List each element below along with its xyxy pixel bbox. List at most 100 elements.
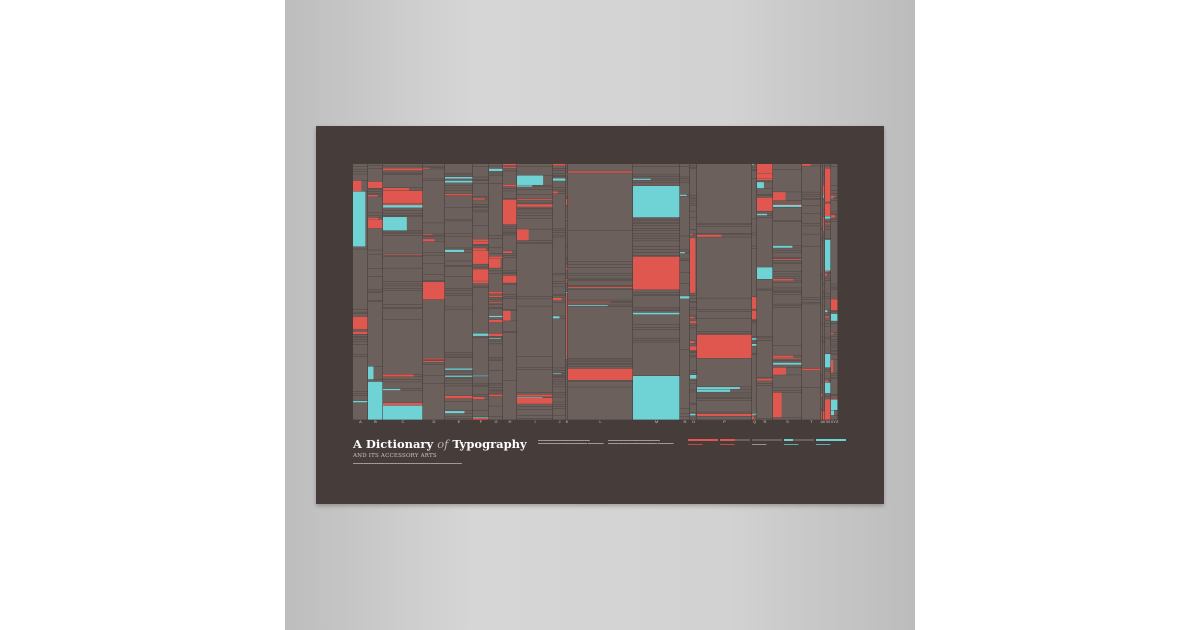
entry-cell — [423, 164, 445, 166]
entry-cell — [489, 300, 503, 302]
entry-cell — [825, 276, 831, 279]
entry-cell — [821, 374, 823, 376]
entry-cell — [473, 384, 489, 385]
entry-cell — [831, 344, 838, 346]
entry-cell — [489, 385, 503, 388]
entry-cell — [473, 336, 489, 338]
entry-cell — [489, 183, 503, 236]
entry-cell — [802, 192, 821, 195]
column-N — [680, 164, 690, 420]
entry-cell — [773, 276, 802, 279]
entry-cell — [802, 370, 821, 388]
entry-cell — [802, 299, 821, 303]
entry-cell — [445, 418, 473, 420]
entry-cell — [773, 294, 802, 304]
letter-label: P — [723, 419, 726, 424]
entry-highlight — [831, 195, 836, 198]
entry-cell — [825, 299, 831, 310]
entry-highlight — [566, 293, 567, 357]
entry-cell — [353, 166, 368, 169]
entry-cell — [445, 413, 473, 417]
entry-cell — [633, 324, 680, 328]
entry-cell — [690, 309, 697, 315]
entry-cell — [503, 332, 517, 381]
entry-cell — [503, 232, 517, 234]
entry-cell — [680, 164, 690, 167]
entry-highlight — [473, 241, 489, 244]
entry-cell — [353, 309, 368, 312]
entry-cell — [690, 379, 697, 381]
entry-cell — [690, 415, 697, 417]
entry-cell — [825, 224, 831, 227]
entry-cell — [489, 303, 503, 305]
entry-highlight — [368, 219, 383, 229]
entry-cell — [633, 342, 680, 376]
entry-cell — [825, 320, 831, 324]
entry-cell — [757, 217, 773, 267]
entry-highlight — [383, 388, 401, 391]
entry-cell — [568, 302, 633, 305]
entry-cell — [368, 189, 383, 192]
entry-cell — [368, 293, 383, 300]
entry-highlight — [821, 410, 822, 420]
entry-cell — [568, 273, 633, 275]
entry-cell — [489, 235, 503, 238]
column-F — [473, 164, 489, 420]
column-O — [690, 164, 697, 420]
entry-cell — [690, 229, 697, 234]
entry-cell — [773, 252, 802, 258]
entry-cell — [423, 362, 445, 365]
entry-cell — [423, 169, 445, 179]
entry-cell — [697, 318, 752, 332]
entry-cell — [383, 376, 423, 380]
entry-cell — [773, 200, 802, 204]
entry-cell — [383, 173, 423, 175]
entry-cell — [825, 323, 831, 326]
entry-cell — [368, 188, 383, 189]
entry-cell — [368, 228, 383, 250]
entry-cell — [752, 323, 757, 337]
entry-cell — [831, 200, 838, 211]
entry-highlight — [825, 382, 831, 394]
entry-highlight — [773, 192, 786, 201]
entry-cell — [517, 306, 553, 357]
entry-cell — [503, 231, 517, 233]
entry-cell — [802, 302, 821, 304]
entry-cell — [383, 210, 423, 213]
column-R — [757, 164, 773, 420]
entry-cell — [383, 215, 423, 217]
entry-cell — [566, 179, 568, 196]
entry-highlight — [566, 218, 568, 220]
entry-cell — [503, 191, 517, 199]
entry-cell — [823, 283, 825, 286]
column-G — [489, 164, 503, 420]
entry-cell — [553, 387, 566, 393]
letter-label: J — [558, 419, 561, 424]
entry-cell — [489, 396, 503, 406]
entry-cell — [697, 234, 752, 237]
entry-cell — [503, 331, 517, 333]
entry-cell — [680, 249, 690, 252]
entry-cell — [353, 334, 368, 337]
entry-cell — [697, 397, 752, 399]
entry-cell — [690, 302, 697, 308]
entry-highlight — [831, 398, 838, 400]
entry-cell — [568, 380, 633, 382]
entry-cell — [752, 337, 757, 338]
entry-cell — [823, 339, 825, 342]
entry-highlight — [821, 393, 823, 397]
entry-cell — [690, 165, 697, 168]
entry-highlight — [445, 411, 465, 414]
entry-highlight — [680, 252, 685, 254]
entry-cell — [823, 235, 825, 237]
entry-highlight — [825, 239, 831, 271]
entry-cell — [568, 275, 633, 278]
entry-cell — [517, 200, 553, 203]
entry-cell — [368, 301, 383, 367]
entry-cell — [445, 386, 473, 396]
entry-cell — [566, 270, 568, 279]
entry-cell — [517, 243, 553, 297]
entry-highlight — [633, 312, 680, 315]
entry-cell — [473, 183, 489, 197]
entry-highlight — [690, 413, 696, 416]
